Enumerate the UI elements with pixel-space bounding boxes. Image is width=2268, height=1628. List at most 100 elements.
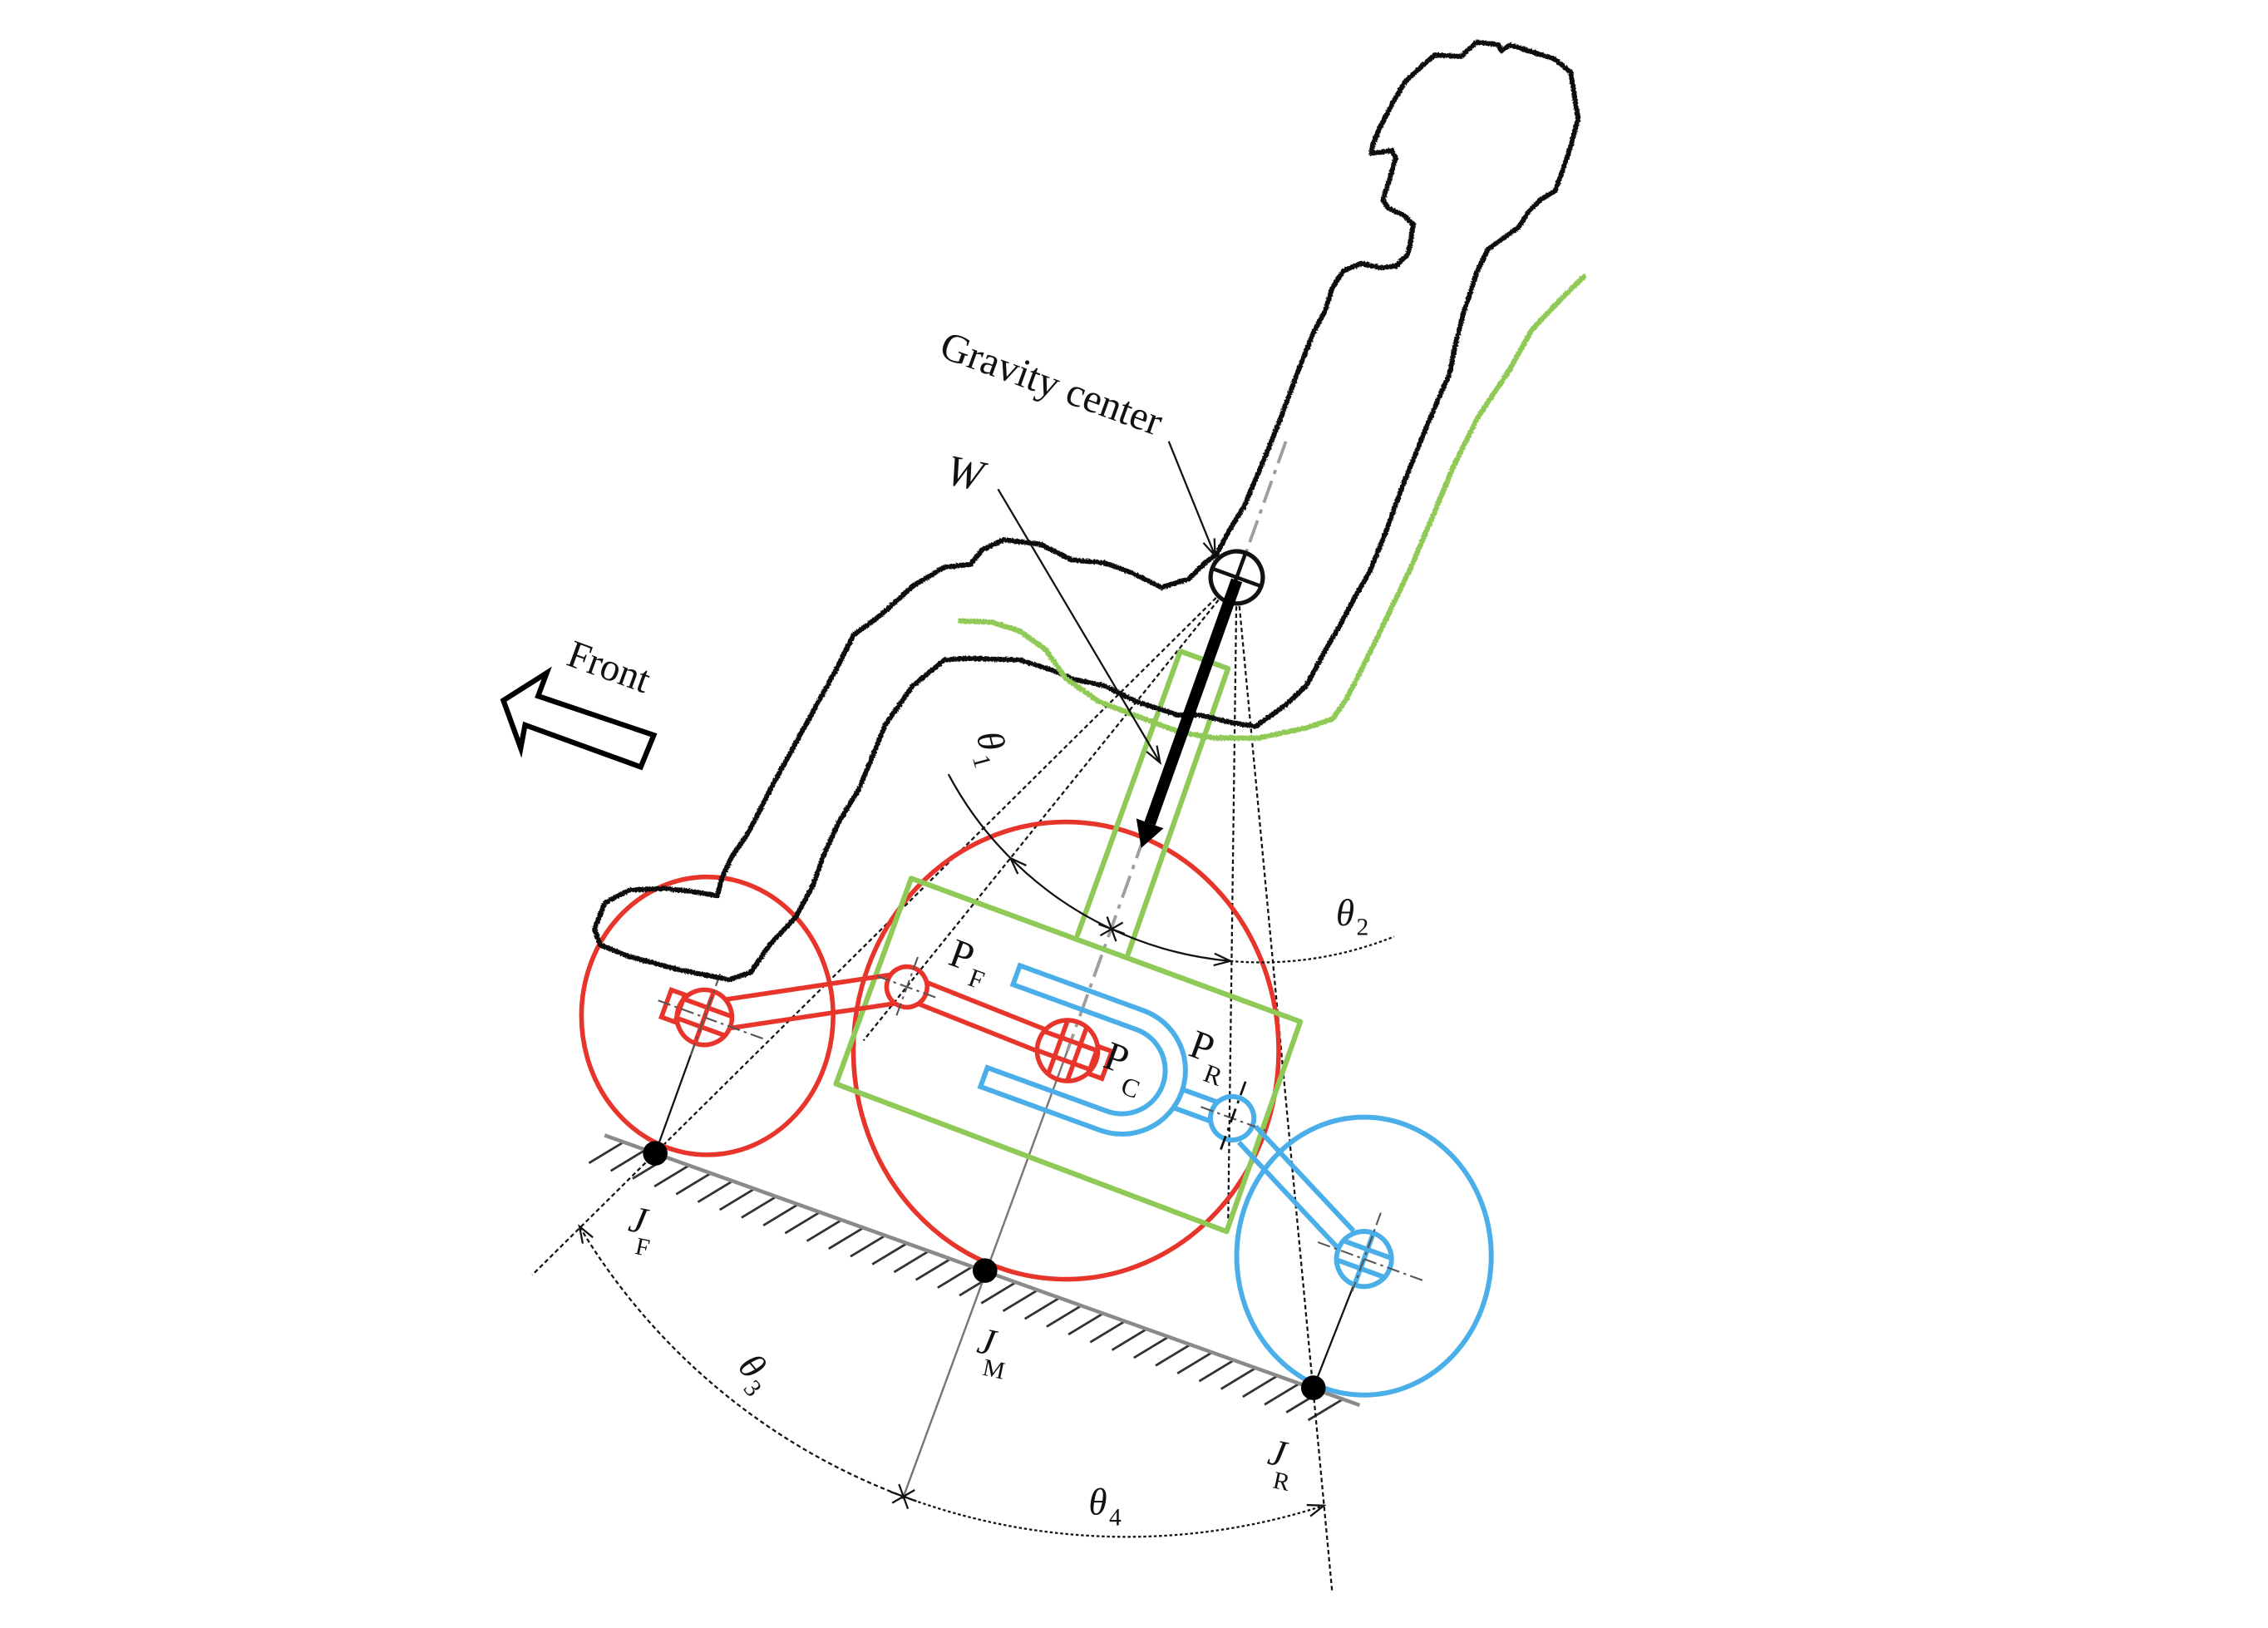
ground-hatch xyxy=(697,1180,733,1203)
ground-hatch xyxy=(1002,1289,1038,1313)
theta4-symbol: θ xyxy=(1088,1482,1107,1523)
ground-hatch xyxy=(850,1234,886,1258)
pivot-p-r-crosshair xyxy=(1218,1081,1247,1153)
rear-wheel xyxy=(1234,1114,1494,1398)
theta1-arrowhead xyxy=(1008,856,1027,875)
theta3-label: θ 3 xyxy=(730,1345,774,1402)
vertex-mark-stroke xyxy=(891,1488,915,1504)
pivot-pc-label: P C xyxy=(1098,1033,1143,1104)
ground-hatch xyxy=(806,1219,843,1242)
theta2-arc-extension xyxy=(1230,935,1395,964)
pivot-p-f-crosshair xyxy=(894,956,919,1020)
hub-grid-line xyxy=(1043,1029,1099,1053)
ground-hatch xyxy=(784,1211,821,1235)
ground-hatch xyxy=(893,1250,929,1274)
theta4-label: θ 4 xyxy=(1088,1482,1122,1532)
theta3-arc xyxy=(578,1226,905,1497)
line-cg-to-pf xyxy=(862,576,1238,1042)
angle-dimensions xyxy=(578,773,1395,1538)
theta1-symbol: θ xyxy=(969,727,1013,755)
pivot-p-c xyxy=(1034,1018,1115,1083)
rear-arm-edge xyxy=(1254,1124,1356,1233)
ground-hatching xyxy=(588,1141,1344,1422)
ground-hatch xyxy=(1198,1359,1235,1383)
ground-hatch xyxy=(1067,1312,1104,1336)
ground-hatch xyxy=(1220,1367,1257,1390)
u-slot xyxy=(977,962,1188,1137)
ground-hatch xyxy=(675,1172,712,1196)
theta4-subscript: 4 xyxy=(1109,1505,1122,1532)
contact-point-jr xyxy=(1300,1375,1326,1400)
weight-arrow xyxy=(1136,578,1243,848)
ground-hatch xyxy=(718,1187,756,1211)
theta2-subscript: 2 xyxy=(1356,915,1368,941)
vertex-mark-stroke xyxy=(1099,921,1124,937)
occupant-outline xyxy=(592,39,1581,983)
theta2-symbol: θ xyxy=(1336,892,1354,934)
frame-box xyxy=(833,876,1304,1235)
u-rod-edge xyxy=(1172,1105,1212,1124)
gravity-center-label: Gravity center xyxy=(934,323,1169,445)
main-wheel xyxy=(850,819,1281,1282)
pivot-pf-label: P F xyxy=(944,930,989,995)
weight-leader-arrowhead xyxy=(1146,745,1161,766)
ground-hatch xyxy=(1023,1296,1061,1320)
front-hub-crosshair xyxy=(658,999,765,1040)
front-rod-edge xyxy=(725,972,891,1002)
rear-hub xyxy=(1317,1212,1427,1292)
rear-hub-crosshair xyxy=(1317,1241,1427,1283)
theta2-arrowhead xyxy=(1213,952,1234,967)
contact-jf-subscript: F xyxy=(633,1233,652,1262)
contact-points xyxy=(643,1141,1326,1400)
ground-hatch xyxy=(1046,1305,1082,1328)
ground-hatch xyxy=(1264,1382,1300,1406)
gravity-center-leader xyxy=(1167,441,1216,556)
contact-jr-label: J R xyxy=(1265,1431,1292,1497)
ground-hatch xyxy=(1133,1335,1170,1359)
wheels xyxy=(579,819,1494,1398)
ground-hatch xyxy=(915,1257,952,1281)
hub-grid-line xyxy=(1065,1026,1089,1083)
theta2-label: θ 2 xyxy=(1336,892,1368,940)
ground-hatch xyxy=(980,1281,1017,1305)
theta4-arrowhead xyxy=(1306,1503,1327,1517)
ground-hatch xyxy=(828,1226,865,1251)
pivot-pr-label: P R xyxy=(1184,1021,1226,1092)
ground-hatch xyxy=(741,1195,777,1219)
front-hub xyxy=(658,973,765,1058)
rear-hub-crosshair xyxy=(1351,1212,1382,1292)
contact-point-jf xyxy=(643,1141,668,1166)
pivot-p-r-crosshair xyxy=(1201,1106,1267,1132)
rear-arm-edge xyxy=(1236,1140,1339,1249)
front-label: Front xyxy=(562,632,656,702)
gravity-center-leader-arrowhead xyxy=(1202,538,1216,559)
ground-hatch xyxy=(609,1148,647,1172)
theta3-theta4-vertex-mark xyxy=(890,1483,917,1509)
front-rod-edge xyxy=(729,1001,895,1031)
theta1-theta2-vertex-mark xyxy=(1097,916,1126,942)
u-link xyxy=(977,962,1267,1153)
ground-hatch xyxy=(871,1242,908,1265)
seat-backrest-curve xyxy=(958,274,1587,741)
u-rod-edge xyxy=(1181,1087,1220,1105)
contact-jf-label: J F xyxy=(625,1198,652,1262)
ground-hatch xyxy=(1111,1328,1148,1351)
theta1-label: θ 1 xyxy=(967,727,1013,771)
ground-hatch xyxy=(762,1203,799,1226)
middle-rod-edge xyxy=(917,1001,1038,1053)
leaders xyxy=(997,441,1216,766)
ground-hatch xyxy=(937,1265,974,1289)
front-direction-indicator: Front xyxy=(500,632,658,771)
line-cg-to-pr xyxy=(1226,577,1238,1231)
theta3-arrowhead xyxy=(578,1224,594,1244)
theta1-subscript: 1 xyxy=(967,752,996,771)
pivot-p-c-circle xyxy=(1034,1018,1101,1083)
rear-mechanism xyxy=(977,962,1427,1292)
ground-hatch xyxy=(1155,1343,1191,1367)
weight-leader xyxy=(997,488,1161,763)
ground-hatch xyxy=(1242,1374,1279,1399)
front-wheel xyxy=(579,874,836,1157)
pivot-p-f xyxy=(876,956,938,1020)
